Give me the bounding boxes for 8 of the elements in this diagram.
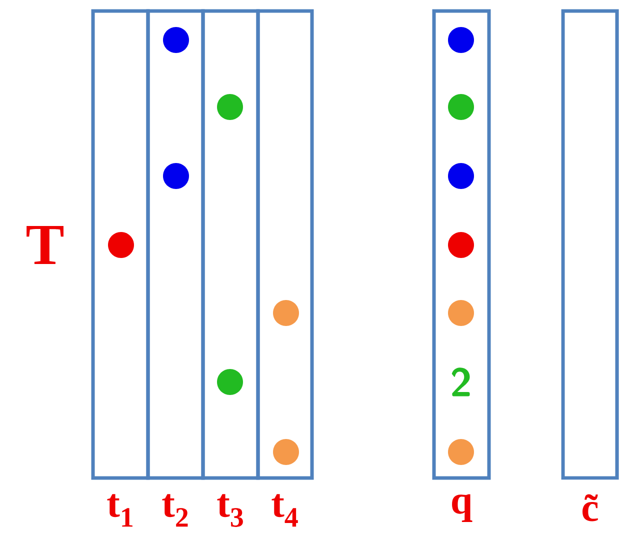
column-label: t$_{4}$: [272, 494, 298, 527]
column-label: q: [452, 494, 472, 522]
column-label: t$_{2}$: [162, 494, 188, 527]
column-label: t$_{3}$: [217, 494, 243, 527]
column-label: t$_{1}$: [107, 494, 132, 527]
letter-label: T: [26, 226, 64, 264]
letter-label: 2: [452, 368, 470, 396]
column-label: c̃: [582, 494, 598, 522]
